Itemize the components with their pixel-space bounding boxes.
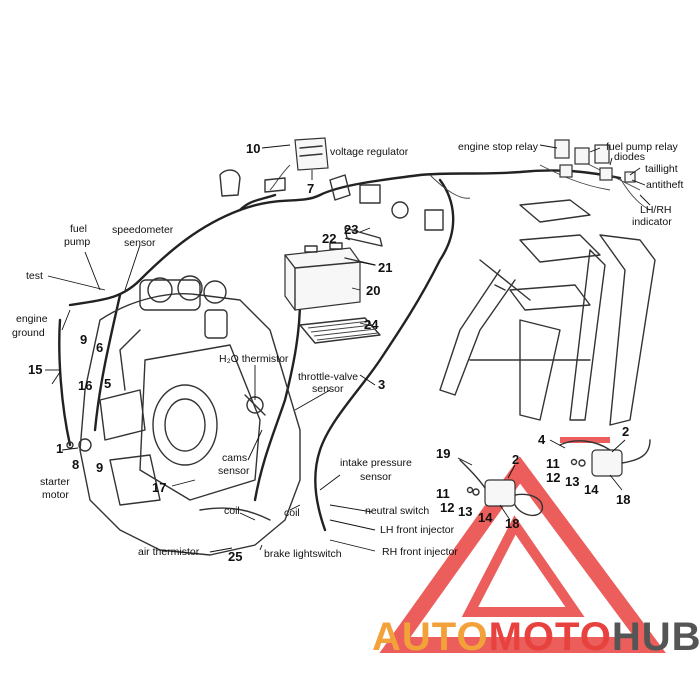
label-intake-pressure: intake pressure: [340, 457, 412, 469]
ref-8: 8: [72, 457, 79, 472]
ref-15: 15: [28, 362, 42, 377]
ref-18a: 18: [505, 516, 519, 531]
ref-13a: 13: [458, 504, 472, 519]
ref-24: 24: [364, 317, 379, 332]
label-engine: engine: [16, 313, 48, 325]
ref-20: 20: [366, 283, 380, 298]
label-cams-sensor: sensor: [218, 465, 250, 477]
voltage-regulator: [219, 137, 329, 197]
label-starter: starter: [40, 476, 70, 488]
ref-11a: 11: [436, 486, 450, 501]
ref-2b: 2: [622, 424, 629, 439]
frame: [439, 199, 656, 426]
ref-23: 23: [344, 222, 358, 237]
label-taillight: taillight: [645, 163, 678, 175]
logo-moto: MOTO: [489, 615, 612, 659]
ref-13b: 13: [565, 474, 579, 489]
label-neutral-switch: neutral switch: [365, 505, 429, 517]
ref-12b: 12: [546, 470, 560, 485]
ref-17: 17: [152, 480, 166, 495]
ref-12a: 12: [440, 500, 454, 515]
label-cams: cams: [222, 452, 247, 464]
svg-text:AUTOMOTOHUB: AUTOMOTOHUB: [372, 615, 700, 659]
ref-19: 19: [436, 446, 450, 461]
logo-auto: AUTO: [372, 615, 489, 659]
logo-hub: HUB: [612, 615, 700, 659]
part-labels: voltage regulator engine stop relay fuel…: [12, 141, 683, 560]
label-motor: motor: [42, 489, 69, 501]
battery-pad: [299, 317, 381, 344]
label-rh-front-injector: RH front injector: [382, 546, 458, 558]
label-intake-sensor: sensor: [360, 471, 392, 483]
ref-2a: 2: [512, 452, 519, 467]
label-air-thermistor: air thermistor: [138, 546, 200, 558]
ref-22: 22: [322, 231, 336, 246]
ref-21: 21: [378, 260, 392, 275]
ref-10: 10: [246, 141, 260, 156]
relay-cluster: [329, 139, 636, 231]
ref-18b: 18: [616, 492, 630, 507]
ref-4: 4: [538, 432, 546, 447]
label-antitheft: antitheft: [646, 179, 683, 191]
reference-numbers: 10 7 23 22 21 20 24 3 15 9 6 16 5 1 8 9 …: [28, 141, 630, 564]
label-speedometer: speedometer: [112, 224, 174, 236]
label-diodes: diodes: [614, 151, 645, 163]
label-coil-right: coil: [284, 507, 300, 519]
logo-triangle: [379, 437, 666, 653]
ref-16: 16: [78, 378, 92, 393]
ref-14b: 14: [584, 482, 599, 497]
ref-11b: 11: [546, 456, 560, 471]
ref-3: 3: [378, 377, 385, 392]
ref-9b: 9: [96, 460, 103, 475]
coil-left: [459, 459, 544, 517]
logo: AUTOMOTOHUB: [372, 615, 700, 659]
ref-14a: 14: [478, 510, 493, 525]
label-pump: pump: [64, 236, 90, 248]
label-engine-stop-relay: engine stop relay: [458, 141, 539, 153]
label-ground: ground: [12, 327, 45, 339]
ref-1: 1: [56, 441, 63, 456]
label-fuel: fuel: [70, 223, 87, 235]
label-indicator: indicator: [632, 216, 672, 228]
label-coil-left: coil: [224, 505, 240, 517]
label-lh-front-injector: LH front injector: [380, 524, 455, 536]
label-voltage-regulator: voltage regulator: [330, 146, 409, 158]
label-throttle-valve: throttle-valve: [298, 371, 358, 383]
label-brake-lightswitch: brake lightswitch: [264, 548, 342, 560]
engine-block: [66, 275, 301, 556]
ref-9a: 9: [80, 332, 87, 347]
ref-25: 25: [228, 549, 242, 564]
label-speedometer-sensor: sensor: [124, 237, 156, 249]
battery: [284, 227, 383, 311]
label-lh-rh: LH/RH: [640, 204, 672, 216]
label-fuel-pump-relay: fuel pump relay: [606, 141, 679, 153]
leader-lines: [45, 144, 651, 553]
label-test: test: [26, 270, 43, 282]
ref-6: 6: [96, 340, 103, 355]
label-throttle-sensor: sensor: [312, 383, 344, 395]
ref-7: 7: [307, 181, 314, 196]
ref-5: 5: [104, 376, 111, 391]
coil-right: [559, 439, 651, 477]
label-h2o-thermistor: H₂O thermistor: [219, 353, 289, 365]
